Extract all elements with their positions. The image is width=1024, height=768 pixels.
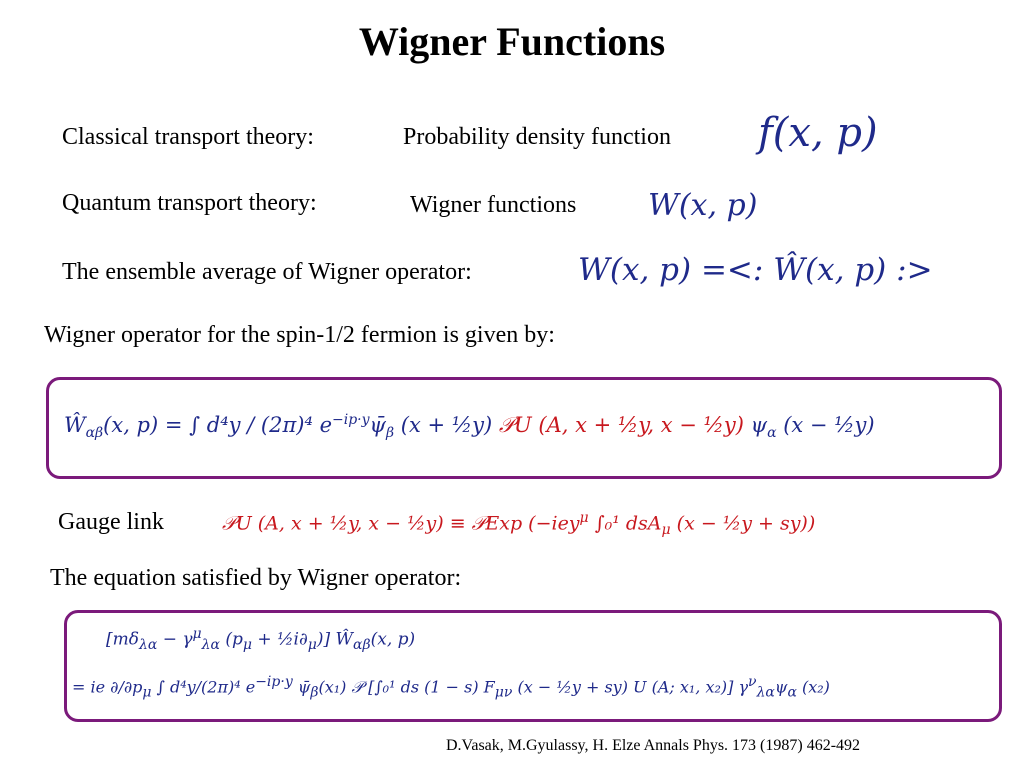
eq1-psibar-sub: β xyxy=(386,425,395,442)
wigner-operator-equation: Ŵαβ(x, p) = ∫ d⁴y / (2π)⁴ e−ip·yψ̄β (x +… xyxy=(64,412,875,441)
eq2-l2g: (x₂) xyxy=(796,677,830,697)
spin-label: Wigner operator for the spin-1/2 fermion… xyxy=(44,322,555,348)
gauge-rhs: (−iey xyxy=(528,512,580,535)
eq1-arg3: (x − ½y) xyxy=(783,413,875,437)
eq2-l1b-sup: μ xyxy=(192,626,202,642)
gauge-link-equation: 𝒫U (A, x + ½y, x − ½y) ≡ 𝒫Exp (−ieyμ ∫₀¹… xyxy=(222,510,815,538)
eq1-exp-sup: −ip·y xyxy=(332,412,370,428)
classical-math: f(x, p) xyxy=(758,110,878,156)
eq2-l1b: − γ xyxy=(157,629,193,650)
eq2-l2e-sup: ν xyxy=(748,674,757,690)
eq2-l2-sub: μ xyxy=(142,684,152,701)
eq2-l2d: (x₁) 𝒫 [∫₀¹ ds (1 − s) F xyxy=(318,677,495,697)
eq1-psibar: ψ̄ xyxy=(369,413,387,437)
wigner-operator-box xyxy=(46,377,1002,479)
eq1-arg2: (A, x + ½y, x − ½y) xyxy=(538,413,744,437)
eq2-l2f-sub: α xyxy=(787,684,797,701)
eq2-l2c-sub: β xyxy=(310,684,319,701)
eq2-l1d-sub: μ xyxy=(307,637,317,654)
eq2-l2b: ∫ d⁴y/(2π)⁴ e xyxy=(151,677,256,697)
gauge-integral-sub: μ xyxy=(661,522,671,539)
eq2-l1e-sub: αβ xyxy=(353,637,371,654)
classical-label: Classical transport theory: xyxy=(62,124,314,150)
gauge-rhs-sup: μ xyxy=(579,510,589,526)
gauge-integral: ∫₀¹ dsA xyxy=(588,512,662,535)
eq1-lhs-args: (x, p) = ∫ xyxy=(103,413,201,437)
eq1-lhs: Ŵ xyxy=(64,413,86,437)
eq1-pu: 𝒫U xyxy=(498,413,532,437)
eq1-lhs-sub: αβ xyxy=(85,425,104,442)
eq2-l1f: (x, p) xyxy=(370,629,416,650)
eq1-exp: e xyxy=(319,413,333,437)
ensemble-math: W(x, p) =<: Ŵ(x, p) :> xyxy=(578,252,933,288)
eq2-l1-sub: λα xyxy=(139,637,158,654)
page-title: Wigner Functions xyxy=(358,19,666,64)
wigner-equation-line1: [mδλα − γμλα (pμ + ½i∂μ)] Ŵαβ(x, p) xyxy=(106,626,415,653)
wigner-equation-line2: = ie ∂/∂pμ ∫ d⁴y/(2π)⁴ e−ip·y ψ̄β(x₁) 𝒫 … xyxy=(72,674,830,701)
ensemble-label: The ensemble average of Wigner operator: xyxy=(62,259,472,285)
eq2-l1e: )] Ŵ xyxy=(316,629,354,650)
quantum-math: W(x, p) xyxy=(648,188,758,223)
eq2-l2c: ψ̄ xyxy=(292,677,311,697)
eq1-arg1: (x + ½y) xyxy=(400,413,493,437)
gauge-label: Gauge link xyxy=(58,509,164,535)
eq2-l1: [mδ xyxy=(106,629,139,650)
eq2-l1d: + ½i∂ xyxy=(252,629,308,650)
quantum-label: Quantum transport theory: xyxy=(62,190,317,216)
eq2-l2f: ψ xyxy=(774,677,788,697)
eq2-l2e-sub: λα xyxy=(756,684,775,701)
eq2-l1c: (p xyxy=(219,629,243,650)
eq2-l2e: (x − ½y + sy) U (A; x₁, x₂)] γ xyxy=(512,677,749,697)
gauge-lhs: 𝒫U (A, x + ½y, x − ½y) ≡ 𝒫Exp xyxy=(222,512,523,535)
reference-citation: D.Vasak, M.Gyulassy, H. Elze Annals Phys… xyxy=(446,737,861,754)
classical-desc: Probability density function xyxy=(403,124,671,150)
eq1-frac: d⁴y / (2π)⁴ xyxy=(206,413,313,437)
eq2-l2d-sub: μν xyxy=(494,684,513,701)
eq1-psi: ψ xyxy=(750,413,768,437)
gauge-tail: (x − ½y + sy)) xyxy=(670,512,816,535)
wigner-equation-box xyxy=(64,610,1002,722)
eq2-l2: = ie ∂/∂p xyxy=(72,677,143,697)
equation-label: The equation satisfied by Wigner operato… xyxy=(50,565,462,591)
eq2-l2b-sup: −ip·y xyxy=(255,674,293,690)
quantum-desc: Wigner functions xyxy=(410,192,577,218)
eq2-l1b-sub: λα xyxy=(201,637,220,654)
eq1-psi-sub: α xyxy=(767,425,777,442)
eq2-l1c-sub: μ xyxy=(242,637,253,654)
